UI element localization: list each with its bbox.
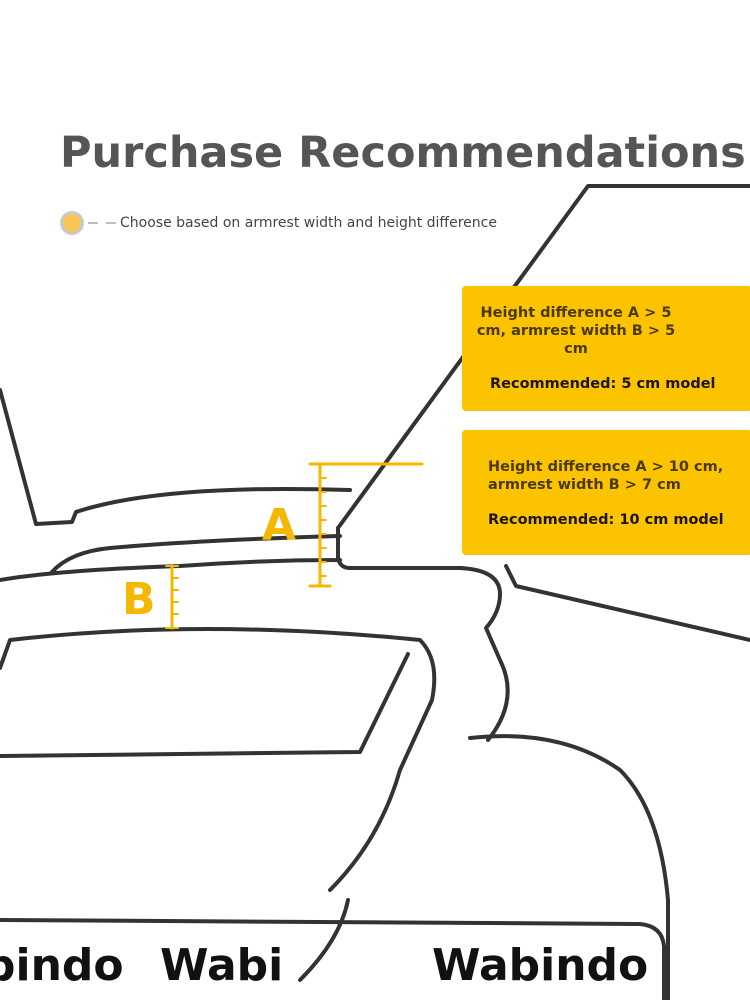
brand-logo: Wabindo <box>432 940 649 991</box>
tray-table-outline <box>336 184 750 530</box>
bullet-dot-icon <box>60 211 84 235</box>
measure-b-ticks <box>165 565 179 629</box>
tray-clip-outline <box>458 566 510 742</box>
tray-table-edge <box>336 526 464 570</box>
recommendation-model: Recommended: 5 cm model <box>490 376 716 392</box>
measure-b-label: B <box>122 574 156 625</box>
recommendation-condition: Height difference A > 10 cm, armrest wid… <box>488 459 724 493</box>
sofa-front-outline <box>0 918 666 1000</box>
recommendation-condition: Height difference A > 5 cm, armrest widt… <box>476 305 676 357</box>
dash-icon <box>106 222 116 224</box>
tray-support-outline <box>504 564 750 642</box>
armrest-top-outline <box>0 558 342 582</box>
sofa-base-outline <box>468 734 670 1000</box>
seat-cushion-outline <box>0 652 410 758</box>
armrest-bottom-outline <box>0 627 437 892</box>
measure-a-label: A <box>262 500 297 551</box>
measure-a-ticks <box>319 477 327 577</box>
page-title: Purchase Recommendations <box>60 128 746 178</box>
sofa-side-outline <box>298 898 350 982</box>
brand-logo: Wabi <box>160 940 284 991</box>
recommendation-model: Recommended: 10 cm model <box>488 512 724 528</box>
page-subtitle: Choose based on armrest width and height… <box>120 215 497 231</box>
recommendation-card-10cm: Height difference A > 10 cm, armrest wid… <box>462 430 750 555</box>
subtitle-row: Choose based on armrest width and height… <box>60 208 497 238</box>
armrest-ridge-outline <box>50 534 342 574</box>
sofa-back-outline <box>0 388 352 526</box>
brand-logo: bindo <box>0 940 124 991</box>
recommendation-card-5cm: Height difference A > 5 cm, armrest widt… <box>462 286 750 411</box>
dash-icon <box>88 222 98 224</box>
